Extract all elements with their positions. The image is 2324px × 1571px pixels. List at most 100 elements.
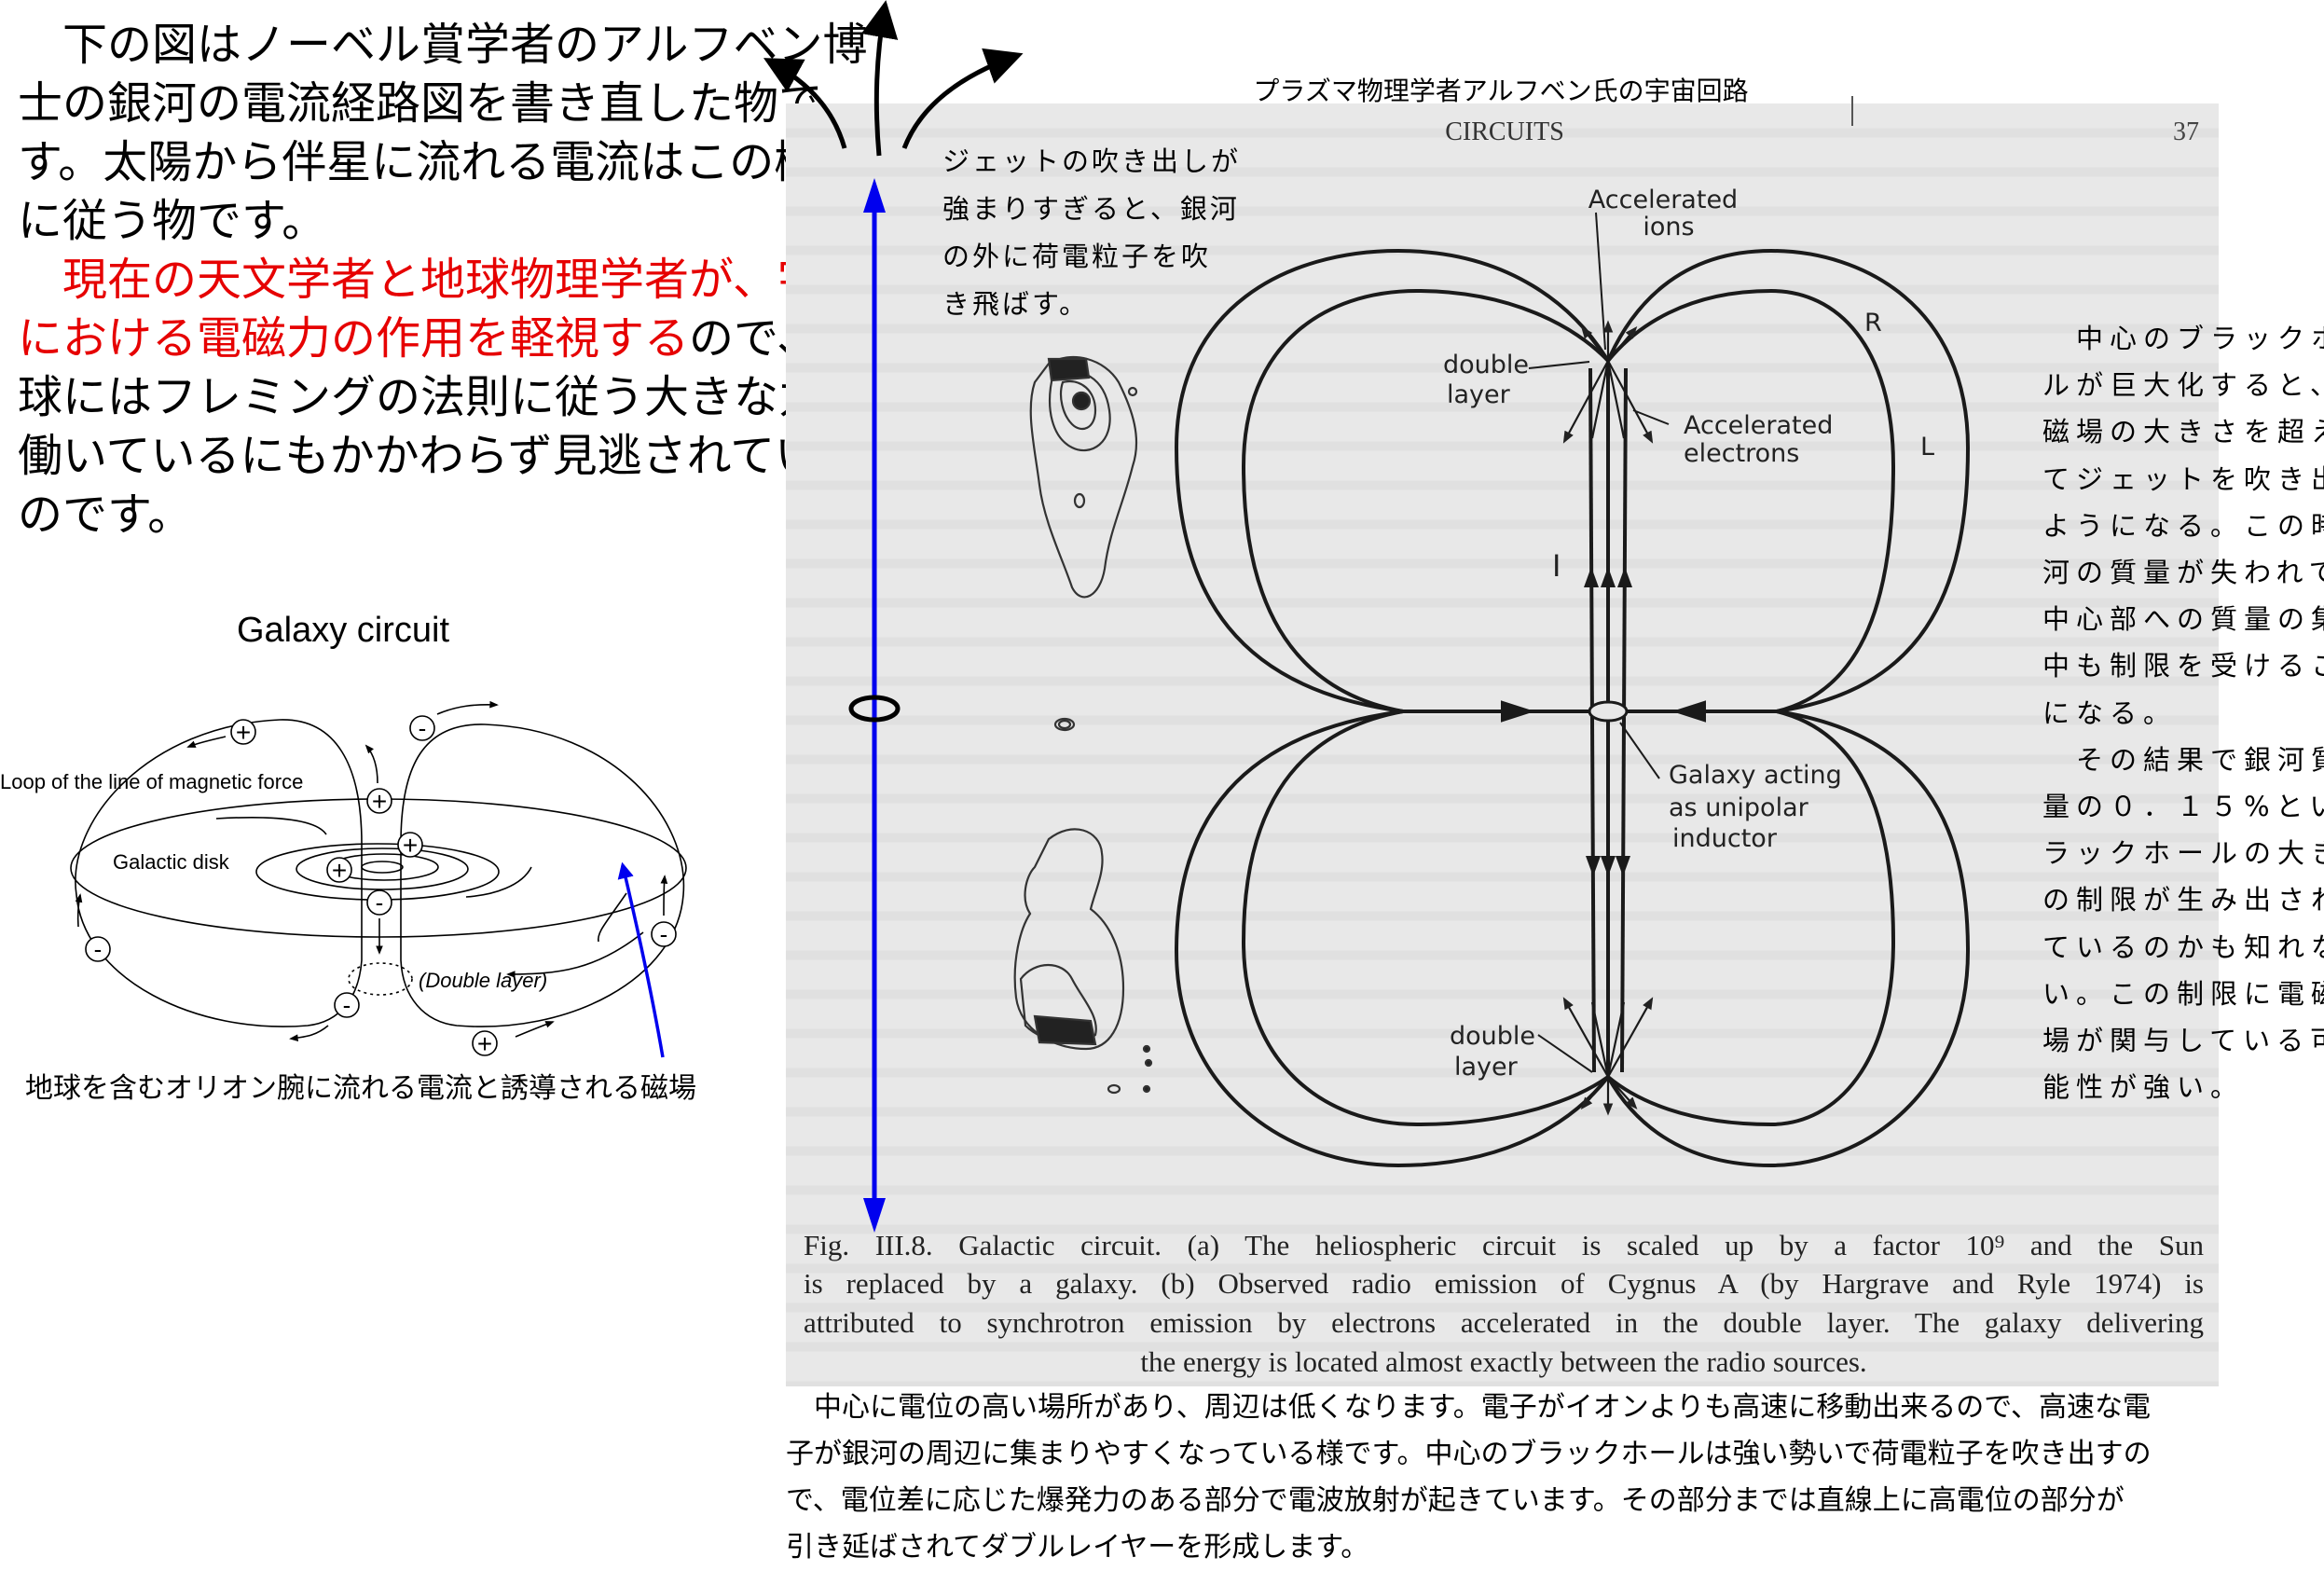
galactic-circuit-diagram [1174,212,1971,1168]
arrow-left-icon [1671,700,1706,723]
double-layer-bottom-label: double [1450,1022,1535,1051]
double-layer-label: (Double layer) [419,969,547,992]
accelerated-electrons-label: Accelerated [1684,411,1833,440]
accelerated-ions-label: ions [1643,213,1694,241]
figure-title: プラズマ物理学者アルフベン氏の宇宙回路 [1253,76,1748,106]
bottom-text-line: 子が銀河の周辺に集まりやすくなっている様です。中心のブラックホールは強い勢いで荷… [786,1438,2152,1470]
right-text-line: 場が関与している可 [2042,1025,2324,1056]
label-leaders [1528,212,1670,1073]
caption-line: the energy is located almost exactly bet… [1140,1345,1867,1378]
intro-red-line: 現在の天文学者と地球物理学者が、宇宙 [18,254,868,306]
current-arrows-up [1584,567,1632,587]
galaxy-ring [848,695,901,723]
intro-line: のです。 [18,489,193,541]
accelerated-electrons-label: electrons [1684,439,1799,468]
minus-charge-icon: - [419,714,427,742]
orion-arm-caption: 地球を含むオリオン腕に流れる電流と誘導される磁場 [25,1072,696,1105]
right-text-line: ようになる。この時銀 [2042,509,2324,542]
intro-line: 球にはフレミングの法則に従う大きな力が [18,371,869,423]
galaxy-circuit-diagram: Galaxy circuit + - + + [0,611,696,1105]
right-text-line: てジェットを吹き出す [2042,462,2324,495]
caption-line: attributed to synchrotron emission by el… [804,1306,2204,1339]
intro-red-text: における電磁力の作用を軽視する [18,312,690,365]
galaxy-circuit-title: Galaxy circuit [237,611,449,650]
jet-text-line: の外に荷電粒子を吹 [942,241,1212,272]
charge-markers: + - + + + - - - - + [85,714,677,1058]
right-text-line: い。この制限に電磁 [2042,977,2324,1010]
jet-axis-arrow-up-icon [863,178,886,213]
page-number: 37 [2173,117,2199,146]
galactic-disk-label: Galactic disk [113,850,230,874]
bottom-text-line: 引き延ばされてダブルレイヤーを形成します。 [786,1531,1369,1564]
right-text-line: 磁場の大きさを超え [2042,416,2324,448]
bottom-text-line: 中心に電位の高い場所があり、周辺は低くなります。電子がイオンよりも高速に移動出来… [786,1391,2151,1424]
jet-arrow-right-icon [901,48,1024,149]
right-text-line: 中心のブラックホー [2076,323,2324,354]
loop-upper-left-inner [1241,288,1610,713]
jet-text-line: き飛ばす。 [942,288,1090,320]
right-text-line: 量の０．１５%というブ [2042,791,2324,822]
galaxy-acting-label: Galaxy acting [1669,761,1842,790]
loop-upper-right-outer [1606,248,1971,713]
plus-charge-icon: + [236,718,251,747]
right-text-line: の制限が生み出され [2042,884,2324,916]
intro-line: 士の銀河の電流経路図を書き直した物で [18,77,824,130]
minus-charge-icon: - [376,889,384,916]
loop-R-label: R [1864,309,1882,338]
galaxy-acting-label: inductor [1672,824,1778,853]
bottom-text-line: で、電位差に応じた爆発力のある部分で電波放射が起きています。その部分までは直線上… [786,1484,2125,1517]
scanned-figure-page [786,103,2219,1386]
double-layer-bottom [1562,997,1654,1116]
right-text-line: になる。 [2042,696,2178,729]
current-I-label: I [1552,548,1561,584]
loop-lower-right-outer [1606,710,1971,1168]
minus-charge-icon: - [343,991,351,1019]
double-layer-top-label: layer [1447,380,1511,409]
left-magnetic-loop [75,719,363,1027]
plus-charge-icon: + [372,787,387,816]
jet-arrow-left-icon [763,58,847,149]
jet-arrows [763,0,1024,157]
caption-line: Fig. III.8. Galactic circuit. (a) The he… [804,1229,2204,1261]
galaxy-acting-label: as unipolar [1669,793,1809,822]
current-arrows-down [1586,856,1630,876]
double-layer-top [1562,320,1654,444]
double-layer-top-label: double [1443,351,1529,379]
right-text-line: ラックホールの大きさ [2042,837,2324,870]
intro-line: す。太陽から伴星に流れる電流はこの概念 [18,136,864,188]
right-text-line: ルが巨大化すると、 [2042,369,2324,402]
loop-lower-left-outer [1174,710,1610,1168]
double-layer-region [348,962,413,996]
plus-charge-icon: + [477,1029,492,1058]
orion-arm-pointer-arrow [617,861,665,1058]
right-text-line: 河の質量が失われて [2042,557,2324,588]
plus-charge-icon: + [332,856,347,885]
galaxy-unipolar-inductor [1588,700,1629,723]
minus-charge-icon: - [660,920,668,948]
right-text-line: 中心部への質量の集 [2042,603,2324,636]
double-layer-bottom-label: layer [1454,1053,1519,1082]
jet-axis-arrow-down-icon [863,1198,886,1233]
intro-line: 働いているにもかかわらず見逃されている [18,430,865,482]
loop-L-label: L [1920,433,1934,462]
intro-line: に従う物です。 [18,195,327,247]
jet-axis [848,178,901,1233]
right-text-line: ているのかも知れな [2042,930,2324,963]
loop-lower-left-inner [1241,710,1610,1127]
intro-line: 下の図はノーベル賞学者のアルフベン博 [18,19,868,71]
loop-upper-left-outer [1174,248,1610,713]
right-text-line: その結果で銀河質 [2042,743,2324,776]
loop-label: Loop of the line of magnetic force [0,770,303,793]
arrow-right-icon [1501,700,1535,723]
minus-charge-icon: - [94,935,103,963]
right-text-line: 中も制限を受けること [2042,650,2324,682]
accelerated-ions-label: Accelerated [1588,186,1738,214]
jet-text-line: 強まりすぎると、銀河 [942,193,1240,225]
plus-charge-icon: + [403,831,418,860]
radio-emission-cygnus-a [1013,355,1153,1095]
axial-current-line [1588,367,1596,1073]
jet-text-line: ジェットの吹き出しが [942,145,1242,177]
jet-arrow-up-icon [860,0,899,157]
loop-lower-right-inner [1606,710,1896,1127]
diagram-labels: Accelerated ions double layer Accelerate… [1253,76,2199,1082]
